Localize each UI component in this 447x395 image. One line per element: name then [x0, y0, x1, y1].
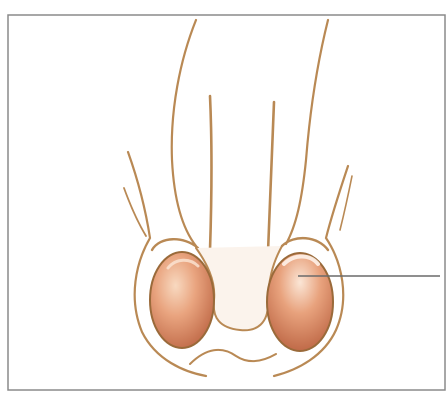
left-testis	[150, 252, 214, 348]
spermatic-cord-right	[268, 102, 274, 252]
shaft-outline-right	[286, 20, 328, 244]
right-testis	[267, 253, 333, 351]
scrotum-bottom-fold	[190, 350, 276, 364]
spermatic-cord-left	[210, 96, 212, 250]
shaft-outline-left	[172, 20, 196, 246]
epididymis-right	[282, 238, 328, 250]
diagram-frame	[8, 15, 445, 390]
scrotum-outline-left-inner	[124, 188, 146, 236]
